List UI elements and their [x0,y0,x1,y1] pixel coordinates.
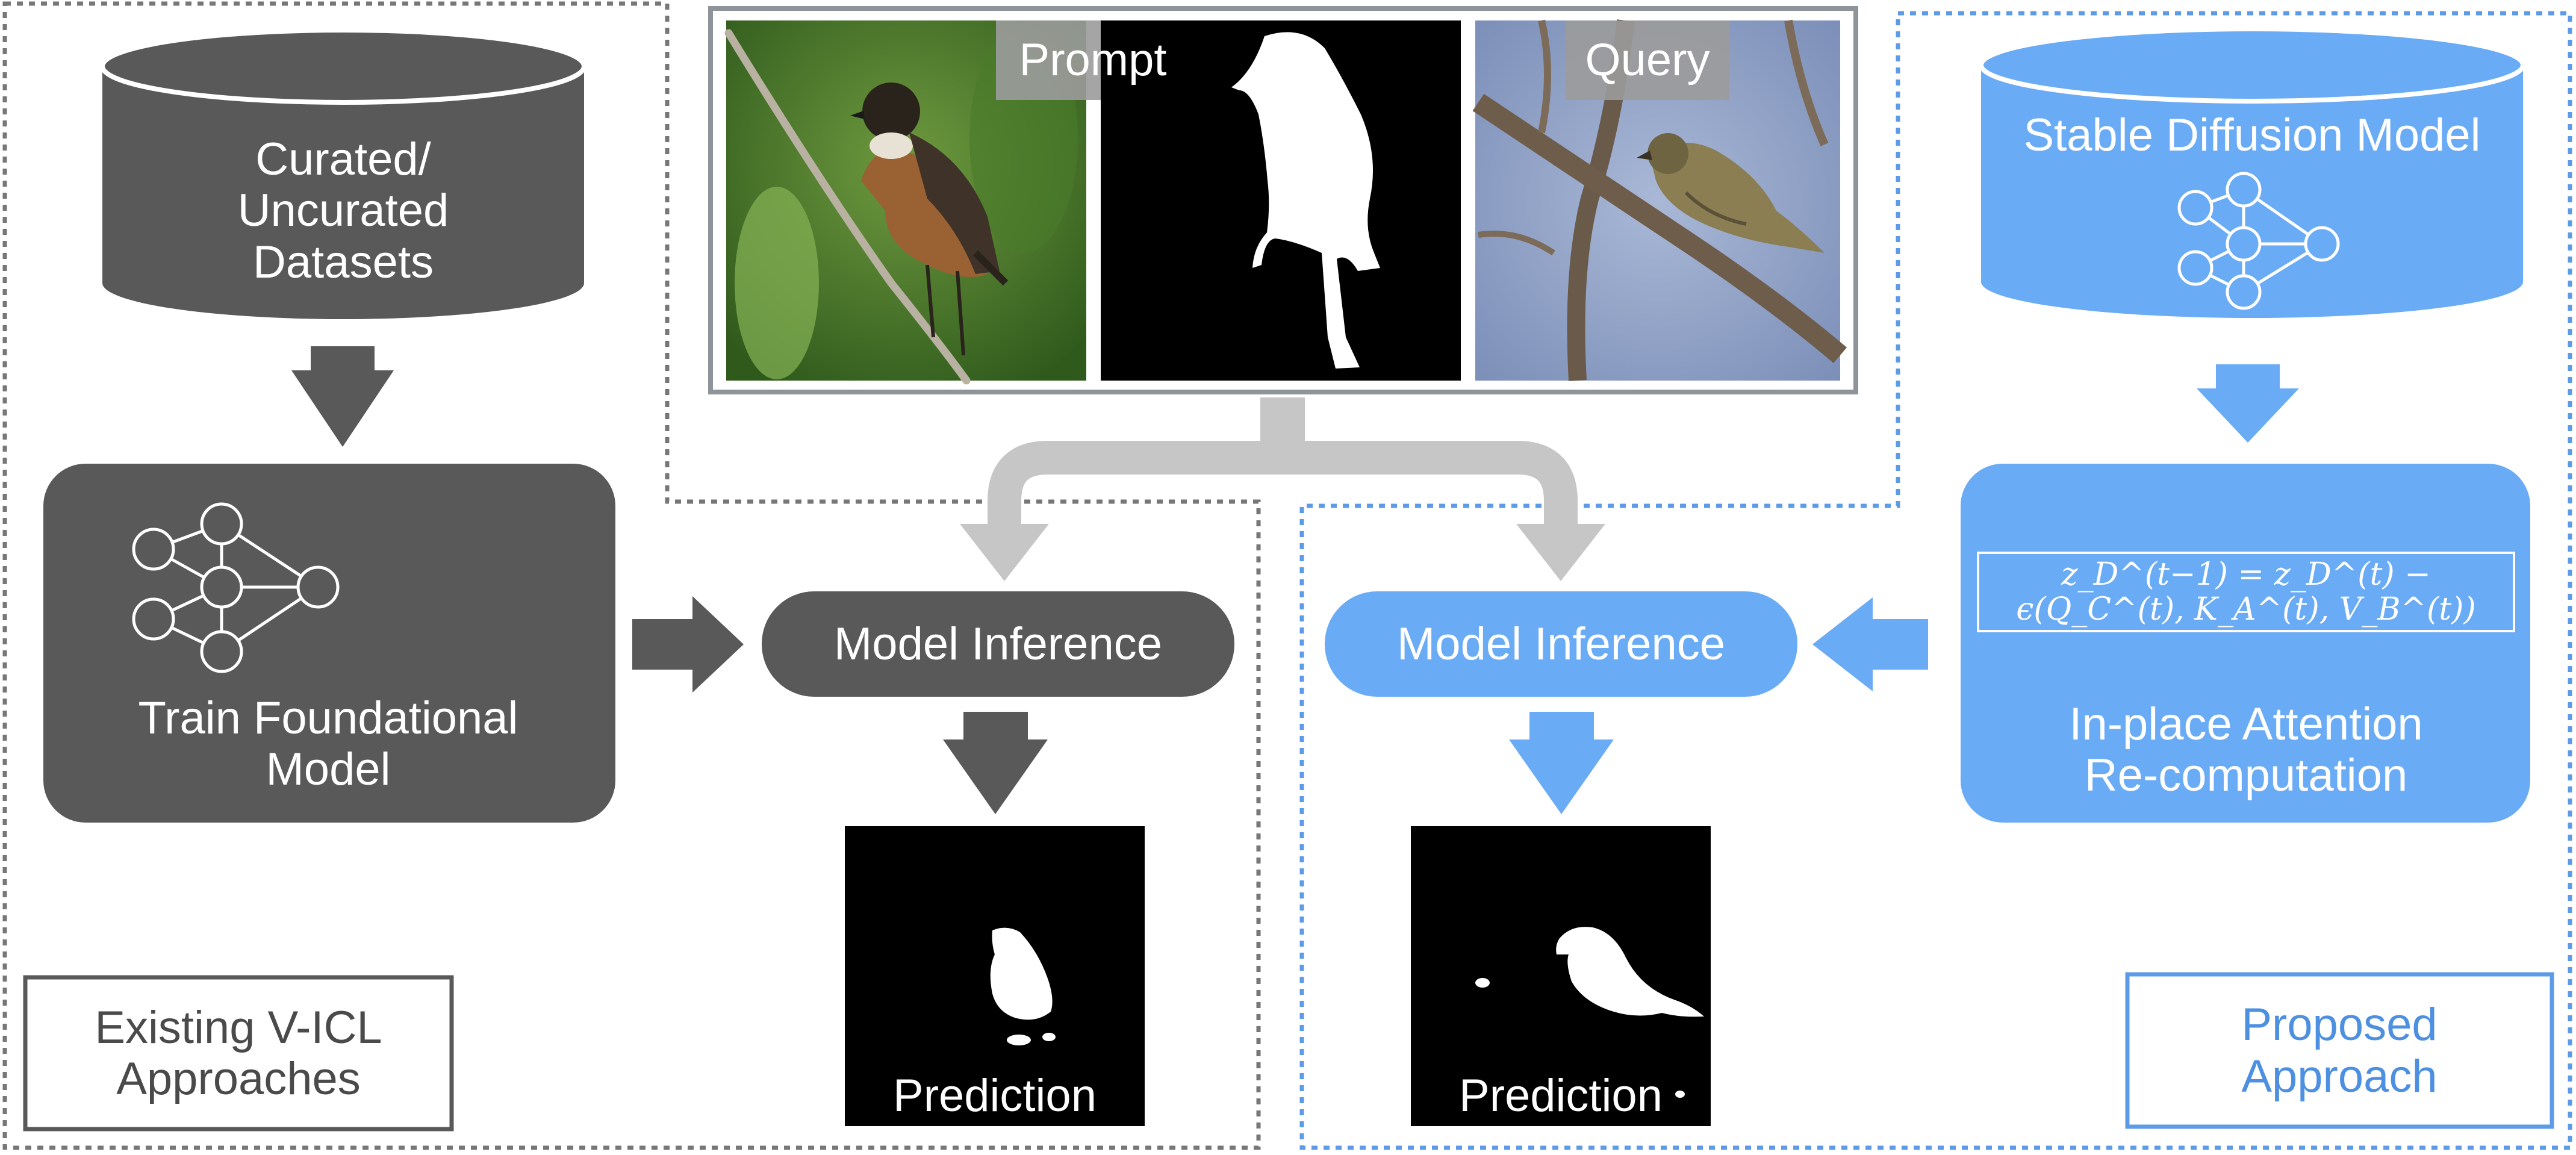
proposed-caption-box [2125,972,2554,1129]
down-arrow-existing-inference-to-prediction [943,712,1048,814]
query-image [1472,19,1847,381]
recompute-label: In-place Attention Re-computation [2069,698,2423,801]
neural-network-icon [132,502,340,673]
proposed-approach-region [1299,11,2572,1150]
equation-frame [1977,552,2515,632]
left-arrow-recompute-to-inference [1812,597,1928,691]
existing-inference-label: Model Inference [834,618,1162,670]
query-label-bg [1566,20,1729,100]
proposed-prediction-mask [1411,826,1711,1126]
down-arrow-model-to-recompute [2197,364,2299,443]
existing-prediction-mask [845,826,1145,1126]
dataset-label: Curated/ Uncurated Datasets [237,134,449,288]
examples-connector [960,397,1605,581]
proposed-prediction-label: Prediction [1459,1070,1663,1122]
attention-equation: z_D^(t−1) = z_D^(t) − ϵ(Q_C^(t), K_A^(t)… [2016,556,2476,627]
proposed-caption-label: Proposed Approach [2241,999,2438,1102]
prompt-mask-image [1101,20,1461,381]
train-model-label: Train Foundational Model [138,692,518,795]
stable-diffusion-label: Stable Diffusion Model [2023,110,2481,161]
existing-approach-region [2,1,1261,1150]
query-label: Query [1585,34,1710,86]
proposed-inference-label: Model Inference [1397,618,1725,670]
existing-caption-label: Existing V-ICL Approaches [95,1001,382,1104]
down-arrow-proposed-inference-to-prediction [1509,712,1614,814]
diffusion-network-icon [2177,172,2340,310]
stable-diffusion-cylinder [1979,26,2525,318]
existing-caption-box [23,975,454,1132]
down-arrow-dataset-to-train [291,346,394,447]
proposed-inference-pill [1325,591,1797,697]
train-model-box [43,464,615,823]
dataset-cylinder [100,28,586,319]
right-arrow-train-to-inference [632,596,744,693]
prompt-label: Prompt [1019,34,1167,86]
existing-prediction-label: Prediction [893,1070,1097,1122]
existing-inference-pill [762,591,1234,697]
